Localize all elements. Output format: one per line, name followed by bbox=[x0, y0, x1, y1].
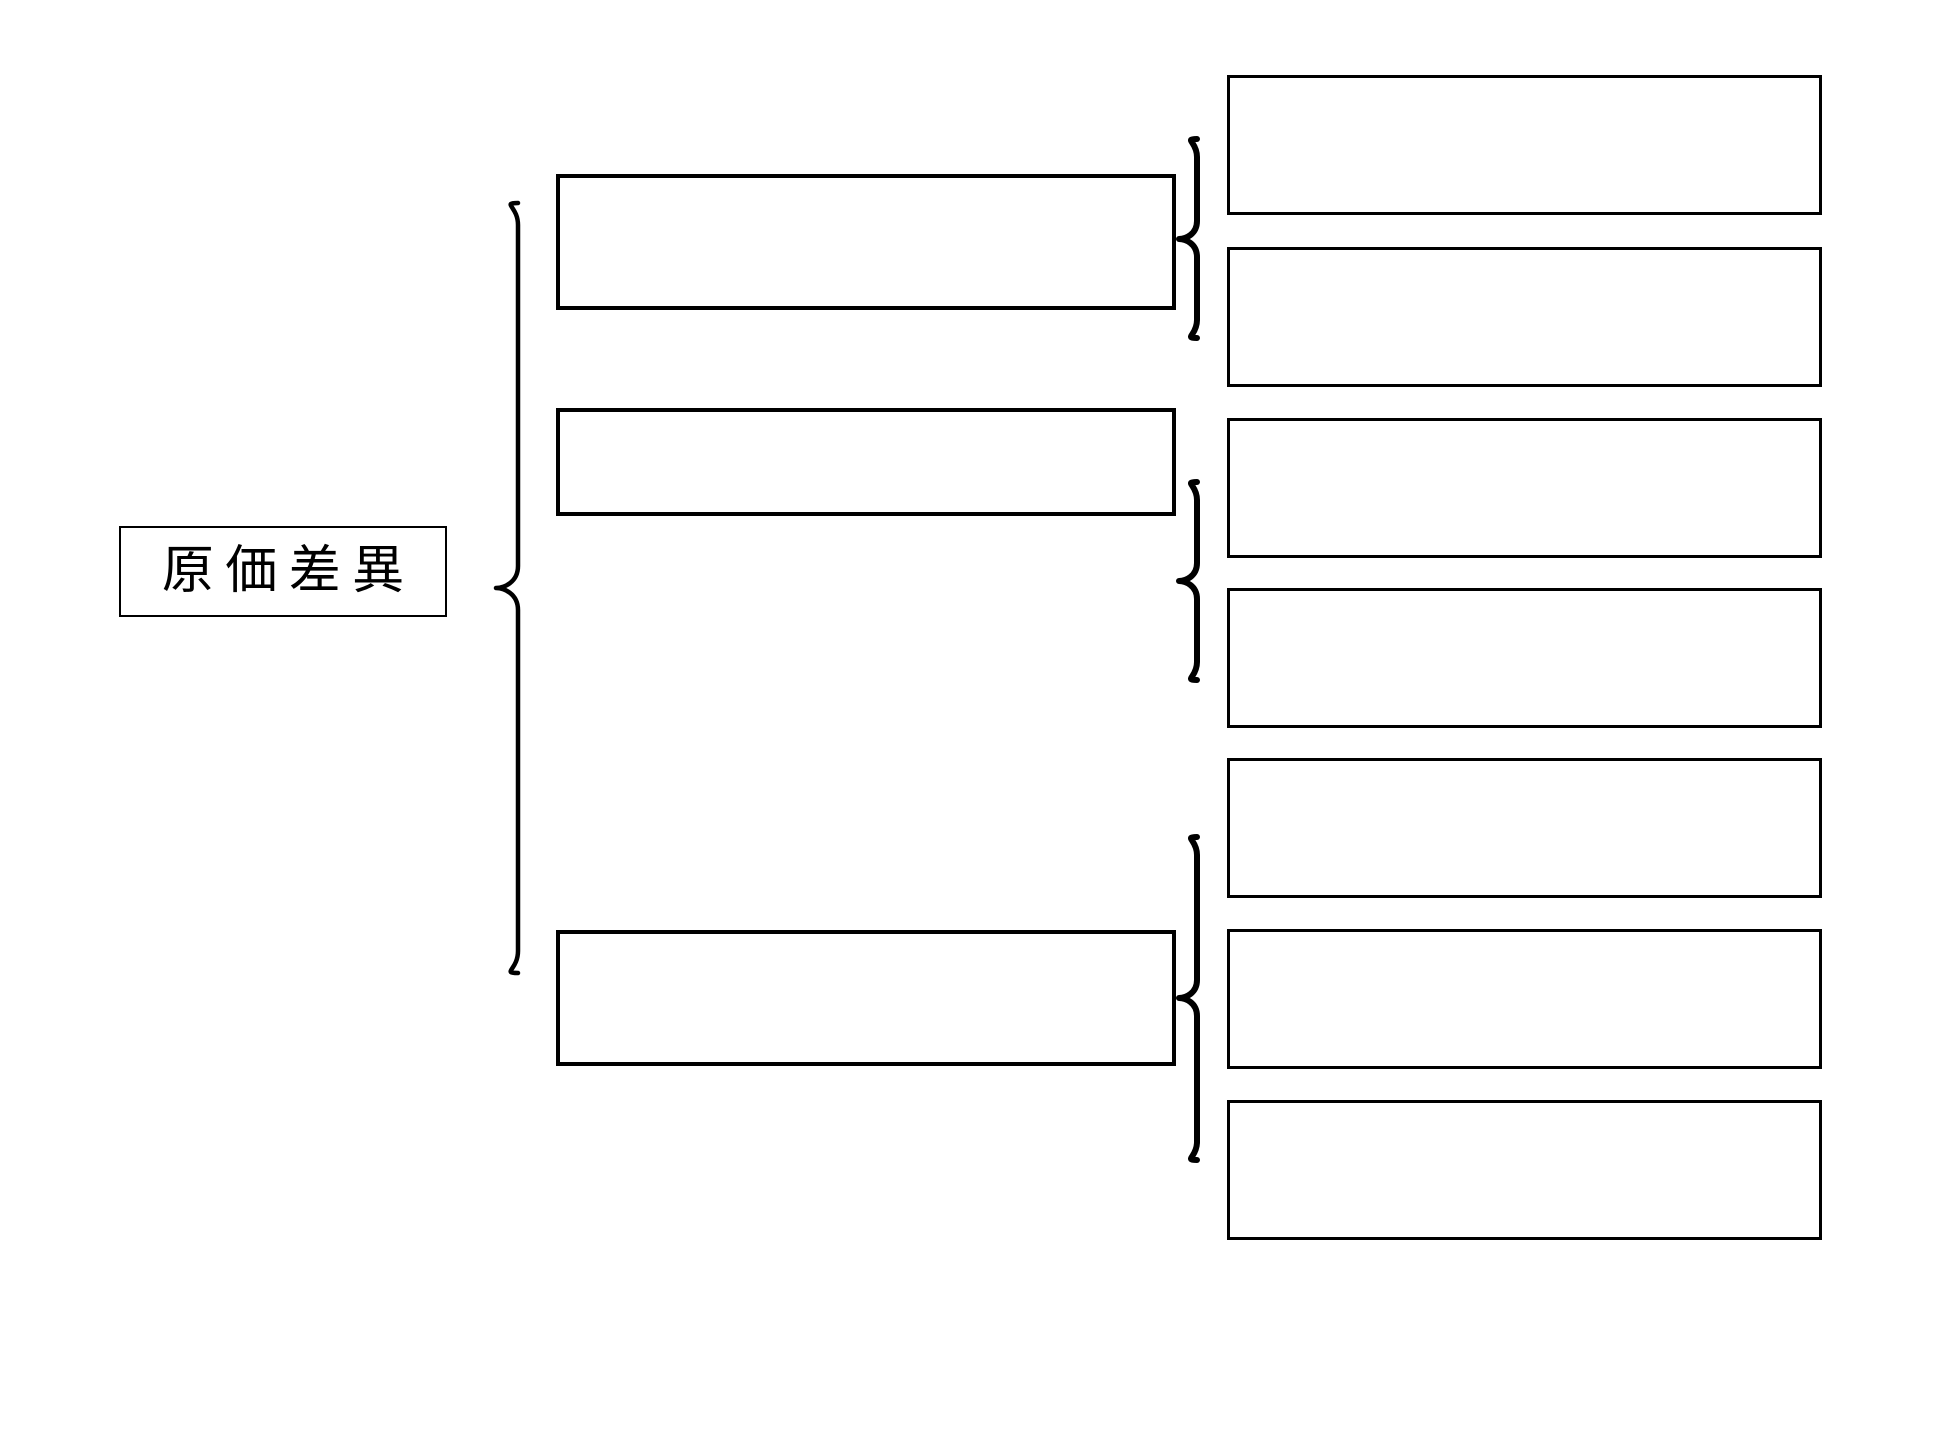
level3-box-4[interactable] bbox=[1227, 588, 1822, 728]
level3-box-7[interactable] bbox=[1227, 1100, 1822, 1240]
root-node-cost-variance[interactable]: 原価差異 bbox=[119, 526, 447, 617]
level3-box-2[interactable] bbox=[1227, 247, 1822, 387]
group2-brace bbox=[1169, 472, 1207, 690]
level2-box-1[interactable] bbox=[556, 174, 1176, 310]
group3-brace bbox=[1169, 827, 1207, 1170]
level3-box-6[interactable] bbox=[1227, 929, 1822, 1069]
level2-box-2[interactable] bbox=[556, 408, 1176, 516]
level3-box-1[interactable] bbox=[1227, 75, 1822, 215]
group1-brace bbox=[1169, 129, 1207, 348]
level3-box-5[interactable] bbox=[1227, 758, 1822, 898]
root-brace bbox=[486, 193, 528, 983]
level3-box-3[interactable] bbox=[1227, 418, 1822, 558]
level2-box-3[interactable] bbox=[556, 930, 1176, 1066]
